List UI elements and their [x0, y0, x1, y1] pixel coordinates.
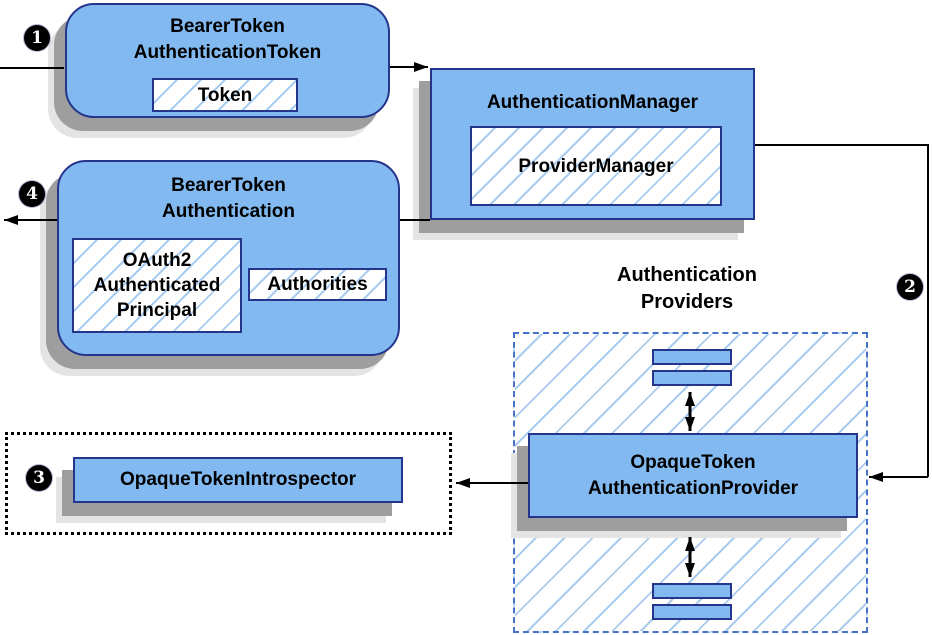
opaque-token-introspector-box: OpaqueTokenIntrospector [73, 457, 403, 503]
oauth2-authenticated-principal-box: OAuth2 Authenticated Principal [72, 238, 242, 333]
token-box: Token [152, 78, 298, 112]
step-1-badge: 1 [24, 25, 50, 51]
provider-slot-bar [652, 349, 732, 365]
bearer-token-authentication-token-box: BearerToken AuthenticationToken [65, 3, 390, 118]
authentication-manager-title: AuthenticationManager [486, 92, 699, 113]
provider-slot-bar [652, 370, 732, 386]
step-2-badge: 2 [897, 274, 923, 300]
authorities-box: Authorities [248, 268, 387, 301]
bearer-token-authentication-title: BearerToken Authentication [162, 175, 295, 222]
bearer-token-authentication-token-title: BearerToken AuthenticationToken [133, 16, 322, 63]
step-4-badge: 4 [19, 181, 45, 207]
step-3-badge: 3 [26, 465, 52, 491]
opaque-token-authentication-provider-box: OpaqueToken AuthenticationProvider [528, 433, 858, 518]
opaque-token-introspector-title: OpaqueTokenIntrospector [119, 469, 357, 490]
opaque-token-authentication-provider-title: OpaqueToken AuthenticationProvider [587, 451, 799, 499]
provider-manager-box: ProviderManager [470, 126, 722, 206]
opaque-token-introspector-container [5, 432, 452, 535]
provider-slot-bar [652, 583, 732, 599]
provider-slot-bar [652, 604, 732, 620]
authentication-providers-label: Authentication Providers [617, 264, 757, 313]
